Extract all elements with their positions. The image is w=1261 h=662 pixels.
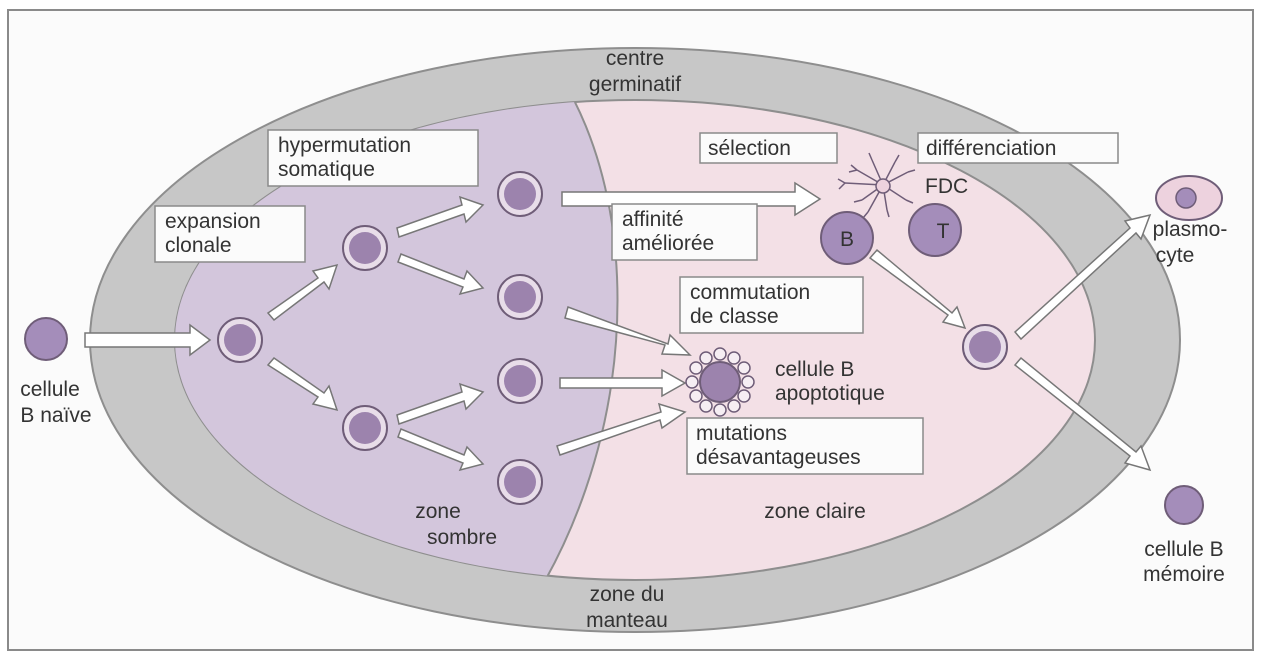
title-line2: germinatif xyxy=(589,73,681,96)
apoptotic-line1: cellule B xyxy=(775,358,854,381)
hyper-line2: somatique xyxy=(278,158,375,181)
cell-gen3-1 xyxy=(498,172,542,216)
commutation-line1: commutation xyxy=(690,281,810,304)
b-cell-letter: B xyxy=(840,228,854,251)
t-cell-letter: T xyxy=(937,220,950,243)
plasmo-line1: plasmo- xyxy=(1153,218,1228,241)
t-cell xyxy=(909,204,961,256)
bottom-line2: manteau xyxy=(586,609,668,632)
selected-b-cell xyxy=(963,325,1007,369)
expansion-line2: clonale xyxy=(165,234,232,257)
zone-dark-line1: zone xyxy=(415,500,461,523)
differentiation-label: différenciation xyxy=(926,137,1056,160)
cell-gen3-4 xyxy=(498,460,542,504)
selection-label: sélection xyxy=(708,137,791,160)
naive-line1: cellule xyxy=(20,378,80,401)
cell-gen2-top xyxy=(343,226,387,270)
fdc-label: FDC xyxy=(925,175,968,198)
naive-line2: B naïve xyxy=(20,404,91,427)
mutations-line2: désavantageuses xyxy=(696,446,861,469)
zone-light-label: zone claire xyxy=(764,500,866,523)
affinite-line2: améliorée xyxy=(622,232,714,255)
naive-b-cell xyxy=(25,318,67,360)
apoptotic-line2: apoptotique xyxy=(775,382,885,405)
plasmocyte-cell xyxy=(1156,176,1222,220)
cell-expansion xyxy=(218,318,262,362)
memory-b-cell xyxy=(1165,486,1203,524)
bottom-line1: zone du xyxy=(590,583,665,606)
mutations-line1: mutations xyxy=(696,422,787,445)
title-line1: centre xyxy=(606,47,664,70)
cell-gen2-bottom xyxy=(343,406,387,450)
hyper-line1: hypermutation xyxy=(278,134,411,157)
memory-line2: mémoire xyxy=(1143,563,1225,586)
cell-gen3-2 xyxy=(498,275,542,319)
memory-line1: cellule B xyxy=(1144,538,1223,561)
zone-dark-line2: sombre xyxy=(427,526,497,549)
cell-gen3-3 xyxy=(498,359,542,403)
commutation-line2: de classe xyxy=(690,305,779,328)
affinite-line1: affinité xyxy=(622,208,684,231)
expansion-line1: expansion xyxy=(165,210,261,233)
plasmo-line2: cyte xyxy=(1156,244,1195,267)
